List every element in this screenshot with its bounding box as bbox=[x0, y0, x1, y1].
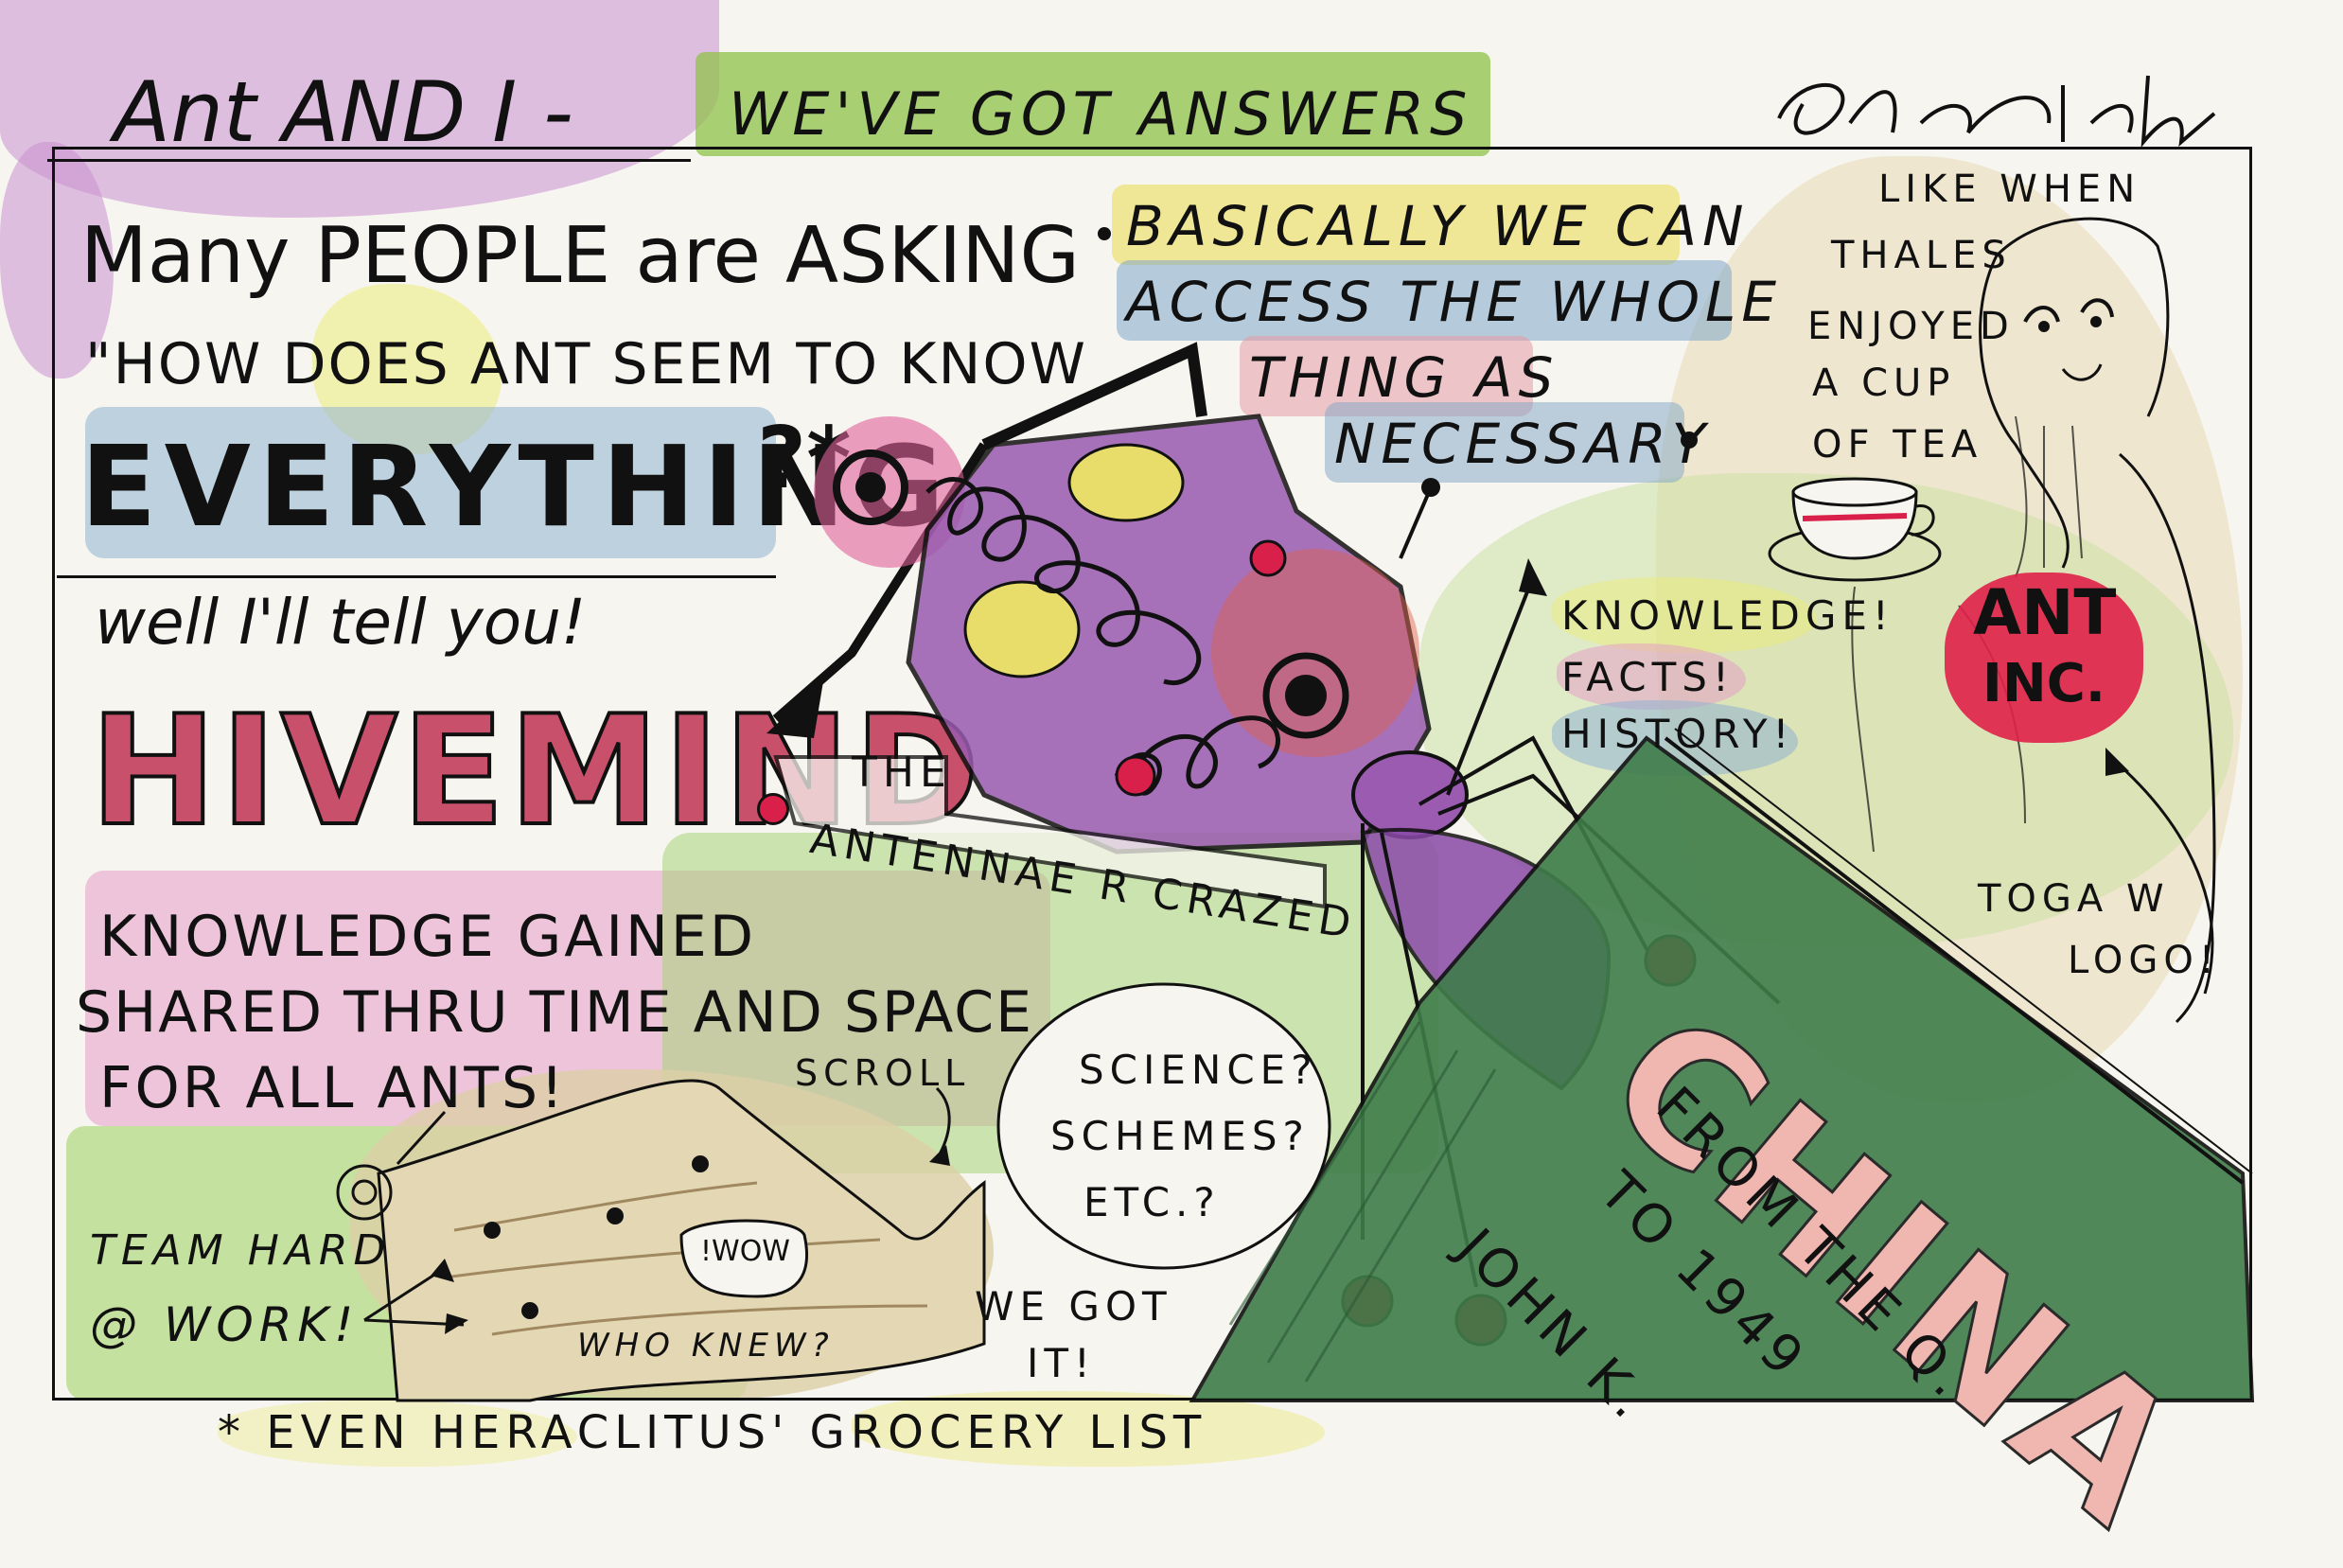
toga-note-1: TOGA W bbox=[1978, 877, 2170, 921]
access-highlight-2 bbox=[1117, 260, 1732, 341]
access-line-2: ACCESS THE WHOLE bbox=[1126, 270, 1783, 334]
access-highlight-1 bbox=[1112, 185, 1680, 265]
antennae-note-1: THE bbox=[852, 749, 952, 797]
title-underline bbox=[47, 159, 691, 162]
access-line-3: THING AS bbox=[1249, 345, 1559, 410]
access-line-4: NECESSARY bbox=[1334, 412, 1712, 476]
intro-line-1: Many PEOPLE are ASKING bbox=[80, 211, 1081, 301]
we-got-label-2: IT! bbox=[1027, 1340, 1096, 1386]
thales-line-1: LIKE WHEN bbox=[1878, 167, 2141, 211]
intro-everything-mark: ?* bbox=[757, 409, 852, 508]
science-label-3: ETC.? bbox=[1083, 1179, 1221, 1225]
intro-divider bbox=[57, 575, 776, 578]
pink-wash-left bbox=[0, 142, 114, 379]
intro-line-4: well I'll tell you! bbox=[95, 586, 587, 659]
green-wash-title bbox=[696, 52, 1490, 156]
team-label-1: TEAM HARD bbox=[90, 1226, 392, 1275]
we-got-label-1: WE GOT bbox=[975, 1283, 1172, 1330]
hivemind-desc-1: KNOWLEDGE GAINED bbox=[99, 904, 757, 970]
toga-note-2: LOGO! bbox=[2068, 939, 2220, 982]
team-label-2: @ WORK! bbox=[90, 1297, 360, 1352]
science-label-2: SCHEMES? bbox=[1050, 1113, 1310, 1159]
ant-inc-text-1: ANT bbox=[1973, 576, 2117, 649]
thales-line-3: ENJOYED bbox=[1807, 305, 2015, 348]
ant-inc-text-2: INC. bbox=[1982, 653, 2106, 714]
hivemind-bullet bbox=[757, 793, 789, 825]
knowledge-highlight-1 bbox=[1552, 577, 1817, 653]
ant-inc-logo bbox=[1945, 573, 2143, 743]
scroll-label: SCROLL bbox=[795, 1052, 971, 1094]
footnote: * EVEN HERACLITUS' GROCERY LIST bbox=[218, 1406, 1207, 1459]
wow-label: !WOW bbox=[700, 1235, 790, 1268]
knowledge-item-2: FACTS! bbox=[1561, 654, 1735, 700]
thales-line-2: THALES bbox=[1831, 234, 2012, 277]
who-knew-label: WHO KNEW? bbox=[577, 1327, 835, 1365]
hivemind-desc-3: FOR ALL ANTS! bbox=[99, 1055, 567, 1121]
yellow-wash-footnote bbox=[852, 1391, 1325, 1467]
access-line-1: BASICALLY WE CAN bbox=[1126, 194, 1750, 258]
knowledge-item-1: KNOWLEDGE! bbox=[1561, 592, 1894, 639]
intro-line-2: "HOW DOES ANT SEEM TO KNOW bbox=[85, 331, 1087, 397]
title-left: Ant AND I - bbox=[114, 63, 573, 161]
hivemind-desc-2: SHARED THRU TIME AND SPACE bbox=[76, 979, 1034, 1046]
blue-wash-everything bbox=[85, 407, 776, 558]
title-right: WE'VE GOT ANSWERS bbox=[729, 79, 1473, 149]
yellow-wash-footnote-left bbox=[218, 1401, 577, 1467]
knowledge-item-3: HISTORY! bbox=[1561, 711, 1795, 757]
thales-line-4: A CUP bbox=[1812, 361, 1956, 405]
knowledge-highlight-2 bbox=[1557, 643, 1746, 710]
science-label-1: SCIENCE? bbox=[1079, 1047, 1318, 1093]
access-bullet bbox=[1098, 227, 1111, 240]
thales-line-5: OF TEA bbox=[1812, 423, 1983, 467]
